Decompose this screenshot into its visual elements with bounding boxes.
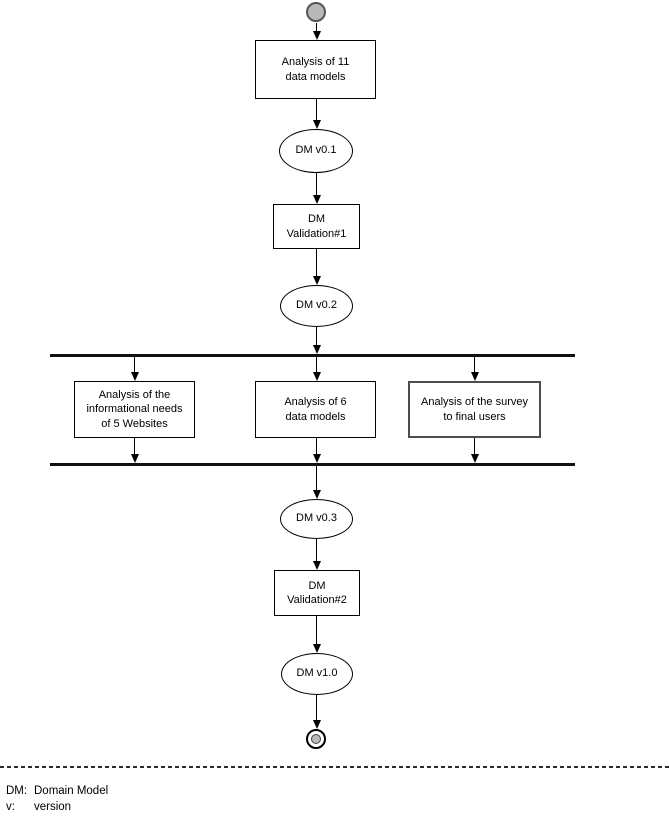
final-node-inner-circle xyxy=(311,734,321,744)
arrow-shaft xyxy=(474,357,475,372)
arrow-shaft xyxy=(474,438,475,454)
flow-arrow xyxy=(312,438,321,463)
arrowhead-icon xyxy=(312,195,321,204)
flow-arrow xyxy=(312,249,321,285)
flow-arrow xyxy=(130,357,139,381)
arrowhead-icon xyxy=(312,345,321,354)
arrowhead-icon xyxy=(312,561,321,570)
flow-arrow xyxy=(312,357,321,381)
activity-analysis-6-data-models: Analysis of 6 data models xyxy=(255,381,376,438)
initial-node xyxy=(306,2,326,22)
object-dm-v0-1: DM v0.1 xyxy=(279,129,353,173)
flow-arrow xyxy=(312,327,321,354)
arrowhead-icon xyxy=(312,120,321,129)
flow-arrow xyxy=(312,99,321,129)
arrowhead-icon xyxy=(312,454,321,463)
arrow-shaft xyxy=(316,99,317,120)
flow-arrow xyxy=(312,466,321,499)
legend: DM: Domain Model v: version xyxy=(6,785,108,814)
legend-abbr-dm: DM: xyxy=(6,785,28,797)
arrowhead-icon xyxy=(312,276,321,285)
activity-dm-validation-1: DM Validation#1 xyxy=(273,204,360,249)
arrow-shaft xyxy=(316,438,317,454)
arrowhead-icon xyxy=(312,490,321,499)
arrowhead-icon xyxy=(312,372,321,381)
arrow-shaft xyxy=(316,173,317,195)
flow-arrow xyxy=(312,616,321,653)
fork-bar xyxy=(50,354,575,357)
arrowhead-icon xyxy=(470,454,479,463)
flow-arrow xyxy=(312,539,321,570)
activity-analysis-informational-needs: Analysis of the informational needs of 5… xyxy=(74,381,195,438)
legend-abbr-v: v: xyxy=(6,801,15,814)
flow-arrow xyxy=(312,173,321,204)
arrowhead-icon xyxy=(312,644,321,653)
arrow-shaft xyxy=(316,695,317,720)
arrow-shaft xyxy=(316,23,317,31)
arrowhead-icon xyxy=(312,31,321,40)
arrow-shaft xyxy=(134,438,135,454)
activity-dm-validation-2: DM Validation#2 xyxy=(274,570,360,616)
legend-separator xyxy=(0,766,669,768)
arrow-shaft xyxy=(316,539,317,561)
activity-analysis-11-data-models: Analysis of 11 data models xyxy=(255,40,376,99)
activity-analysis-survey: Analysis of the survey to final users xyxy=(408,381,541,438)
final-node xyxy=(306,729,326,749)
arrow-shaft xyxy=(316,327,317,345)
arrow-shaft xyxy=(316,249,317,276)
legend-meaning-dm: Domain Model xyxy=(34,785,109,797)
object-dm-v0-3: DM v0.3 xyxy=(280,499,353,539)
arrow-shaft xyxy=(316,466,317,490)
object-dm-v1-0: DM v1.0 xyxy=(281,653,353,695)
arrowhead-icon xyxy=(312,720,321,729)
legend-meaning-v: version xyxy=(34,801,72,814)
arrowhead-icon xyxy=(130,454,139,463)
object-dm-v0-2: DM v0.2 xyxy=(280,285,353,327)
arrowhead-icon xyxy=(470,372,479,381)
flow-arrow xyxy=(470,438,479,463)
flow-arrow xyxy=(312,23,321,40)
flow-arrow xyxy=(130,438,139,463)
join-bar xyxy=(50,463,575,466)
arrow-shaft xyxy=(316,357,317,372)
arrow-shaft xyxy=(134,357,135,372)
arrowhead-icon xyxy=(130,372,139,381)
flow-arrow xyxy=(312,695,321,729)
arrow-shaft xyxy=(316,616,317,644)
flow-arrow xyxy=(470,357,479,381)
